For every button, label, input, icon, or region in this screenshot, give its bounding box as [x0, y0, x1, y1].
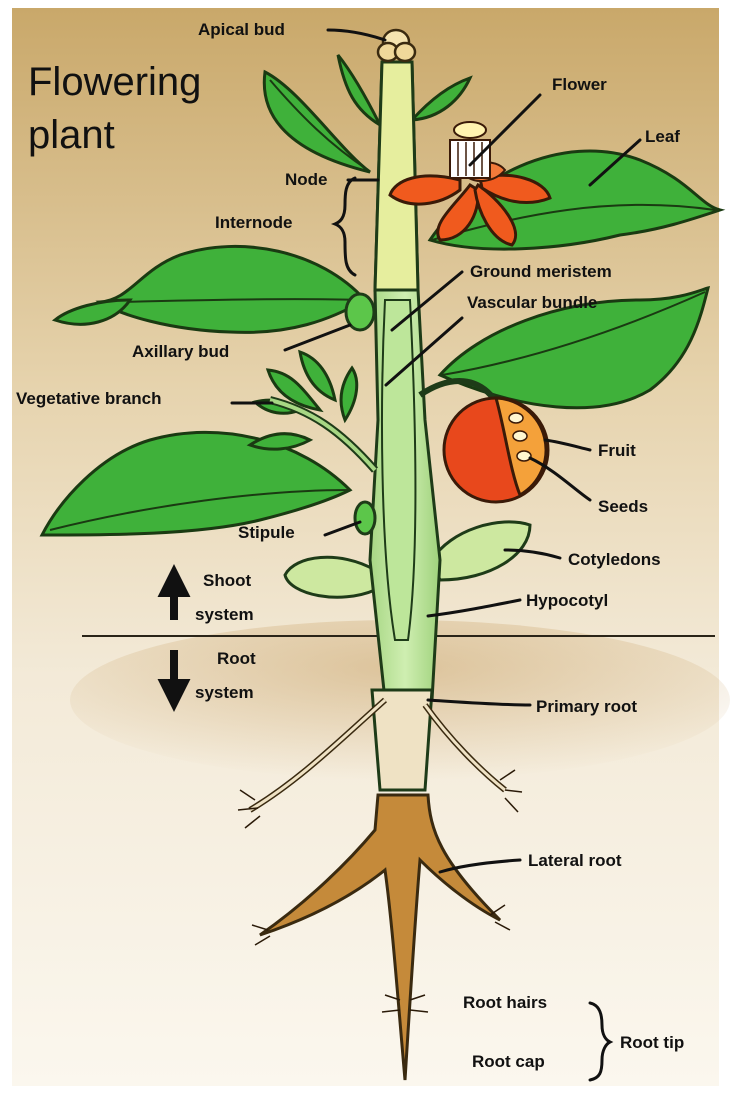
label-root-cap: Root cap — [472, 1052, 545, 1071]
label-node: Node — [285, 170, 328, 189]
seed — [509, 413, 523, 423]
label-vegetative-branch: Vegetative branch — [16, 389, 162, 408]
label-shoot: Shoot — [203, 571, 251, 590]
label-cotyledons: Cotyledons — [568, 550, 661, 569]
label-apical-bud: Apical bud — [198, 20, 285, 39]
label-internode: Internode — [215, 213, 292, 232]
stipule — [355, 502, 375, 534]
label-stipule: Stipule — [238, 523, 295, 542]
stem-upper-internode — [375, 62, 418, 290]
label-primary-root: Primary root — [536, 697, 637, 716]
label-seeds: Seeds — [598, 497, 648, 516]
label-leaf: Leaf — [645, 127, 680, 146]
label-root-system: system — [195, 683, 254, 702]
label-lateral-root: Lateral root — [528, 851, 622, 870]
label-ground-meristem: Ground meristem — [470, 262, 612, 281]
label-flower: Flower — [552, 75, 607, 94]
label-hypocotyl: Hypocotyl — [526, 591, 608, 610]
seed — [517, 451, 531, 461]
label-vascular-bundle: Vascular bundle — [467, 293, 597, 312]
seed — [513, 431, 527, 441]
label-fruit: Fruit — [598, 441, 636, 460]
label-root-hairs: Root hairs — [463, 993, 547, 1012]
label-shoot-system: system — [195, 605, 254, 624]
label-root: Root — [217, 649, 256, 668]
label-axillary-bud: Axillary bud — [132, 342, 229, 361]
title-line-1: Flowering — [28, 60, 201, 104]
title-line-2: plant — [28, 113, 115, 157]
label-root-tip: Root tip — [620, 1033, 684, 1052]
